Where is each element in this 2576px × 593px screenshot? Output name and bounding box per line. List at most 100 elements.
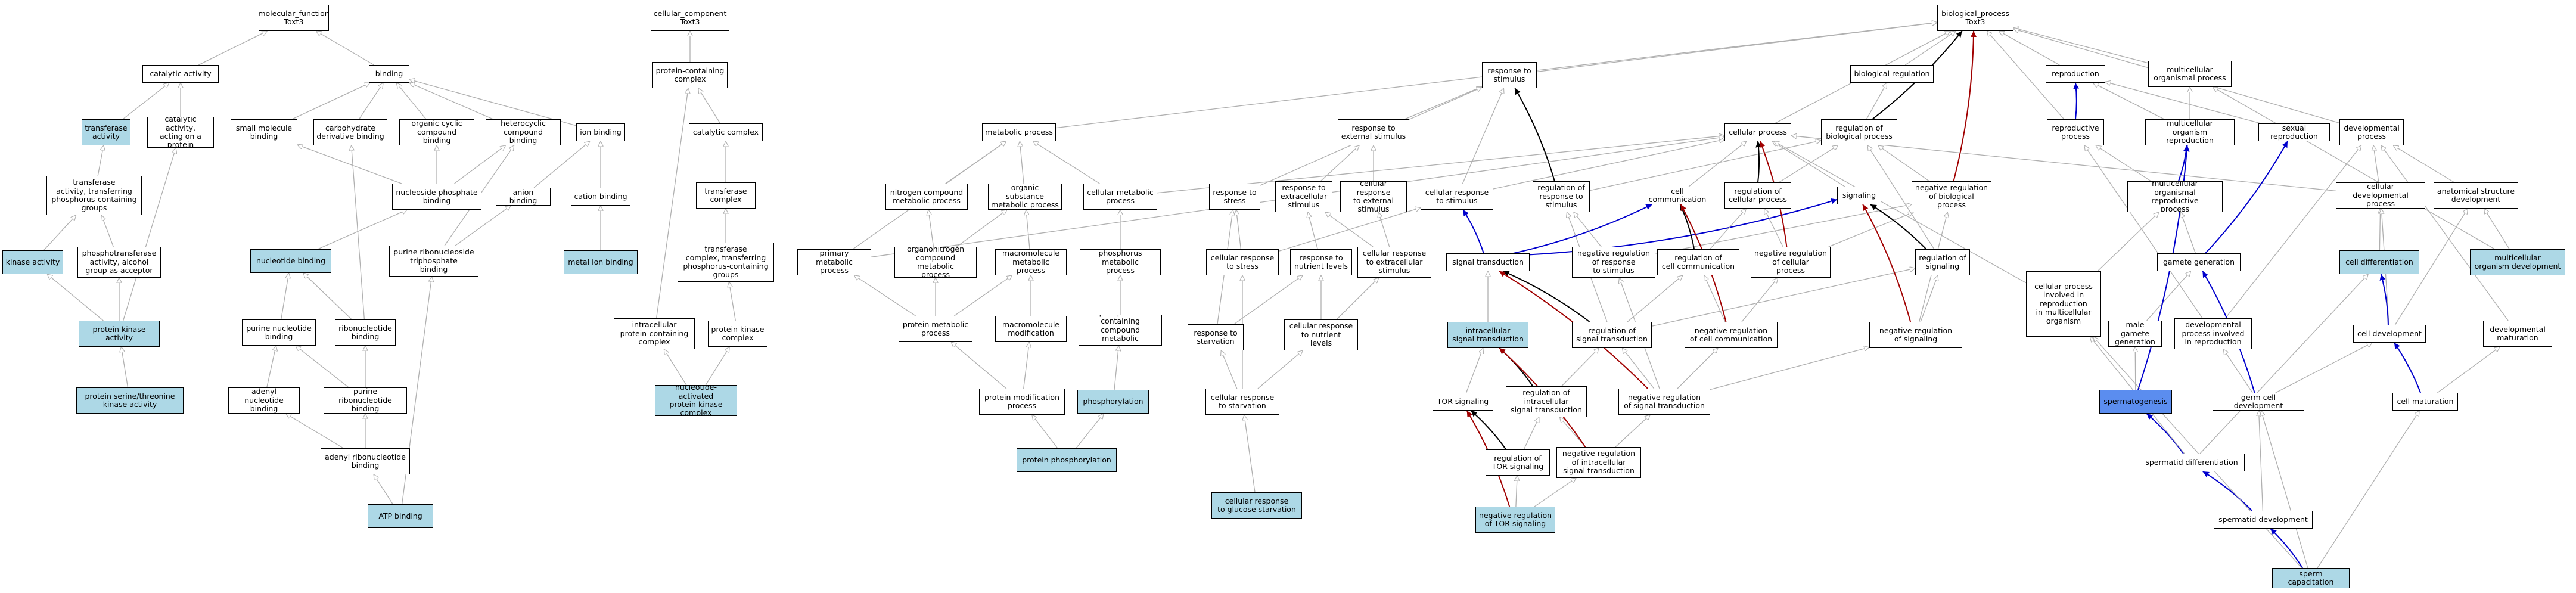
node-germ-cell-dev[interactable]: germ cell development	[2213, 393, 2304, 411]
node-phosphorylation[interactable]: phosphorylation	[1077, 390, 1149, 414]
node-cell-resp-extracell[interactable]: cellular response to extracellular stimu…	[1357, 247, 1431, 278]
node-atp[interactable]: ATP binding	[368, 504, 433, 528]
node-ribonuc[interactable]: ribonucleotide binding	[335, 319, 396, 346]
node-small-mol[interactable]: small molecule binding	[231, 119, 297, 145]
node-neg-reg-bio[interactable]: negative regulation of biological proces…	[1912, 181, 1991, 212]
node-cell-metab[interactable]: cellular metabolic process	[1083, 184, 1157, 210]
node-binding[interactable]: binding	[369, 65, 409, 83]
node-multi-dev[interactable]: multicellular organism development	[2470, 249, 2565, 275]
node-reg-resp[interactable]: regulation of response to stimulus	[1533, 181, 1590, 212]
node-dev-proc[interactable]: developmental process	[2339, 119, 2404, 145]
node-cell-resp-nutrient[interactable]: cellular response to nutrient levels	[1284, 319, 1358, 350]
node-macromol-mod[interactable]: macromolecule modification	[995, 316, 1067, 342]
node-transf-complex[interactable]: transferase complex	[696, 182, 756, 209]
node-purine-ribo[interactable]: purine ribonucleotide binding	[324, 387, 407, 414]
node-adenyl-nuc[interactable]: adenyl nucleotide binding	[228, 387, 300, 414]
node-purine-nstp[interactable]: purine ribonucleoside triphosphate bindi…	[389, 246, 478, 277]
node-resp-nutrient[interactable]: response to nutrient levels	[1290, 249, 1352, 275]
node-cation[interactable]: cation binding	[571, 188, 630, 206]
node-metal-ion[interactable]: metal ion binding	[564, 250, 638, 274]
node-resp-ext[interactable]: response to external stimulus	[1338, 119, 1409, 145]
node-spermatogenesis[interactable]: spermatogenesis	[2099, 390, 2172, 414]
node-cell-comm[interactable]: cell communication	[1639, 187, 1716, 204]
node-prot-complex[interactable]: protein-containing complex	[652, 62, 728, 88]
node-intracell-complex[interactable]: intracellular protein-containing complex	[614, 318, 695, 349]
node-protein-kinase[interactable]: protein kinase activity	[79, 321, 160, 347]
node-gamete-gen[interactable]: gamete generation	[2157, 253, 2241, 271]
node-reg-bio[interactable]: regulation of biological process	[1821, 119, 1897, 145]
node-sexual-repro[interactable]: sexual reproduction	[2258, 123, 2330, 141]
node-signal-trans[interactable]: signal transduction	[1446, 253, 1530, 271]
node-protein-phos[interactable]: protein phosphorylation	[1017, 448, 1117, 472]
node-signaling[interactable]: signaling	[1837, 187, 1881, 204]
node-cat-act[interactable]: catalytic activity	[142, 65, 219, 83]
node-mf[interactable]: molecular_function Toxt3	[259, 5, 329, 31]
node-resp-extracell[interactable]: response to extracellular stimulus	[1275, 181, 1332, 212]
node-anion[interactable]: anion binding	[496, 188, 551, 206]
node-metabolic[interactable]: metabolic process	[982, 123, 1056, 141]
node-cell-resp-ext[interactable]: cellular response to external stimulus	[1340, 181, 1407, 212]
node-carb-deriv[interactable]: carbohydrate derivative binding	[313, 119, 387, 145]
node-cell-resp-stim[interactable]: cellular response to stimulus	[1421, 184, 1493, 210]
node-cell-proc-repro[interactable]: cellular process involved in reproductio…	[2026, 271, 2101, 337]
node-spermatid-dev[interactable]: spermatid development	[2214, 511, 2313, 529]
node-reg-sig-trans[interactable]: regulation of signal transduction	[1572, 322, 1652, 348]
node-dev-proc-repro[interactable]: developmental process involved in reprod…	[2174, 318, 2252, 349]
node-reg-tor[interactable]: regulation of TOR signaling	[1486, 449, 1550, 476]
node-nitrogen[interactable]: nitrogen compound metabolic process	[885, 184, 968, 210]
node-transferase[interactable]: transferase activity	[82, 119, 130, 145]
node-cell-resp-stress[interactable]: cellular response to stress	[1206, 249, 1279, 275]
node-adenyl-ribo[interactable]: adenyl ribonucleotide binding	[321, 448, 410, 474]
node-multi-repro[interactable]: multicellular organism reproduction	[2145, 119, 2235, 145]
node-protein-mod[interactable]: protein modification process	[979, 389, 1065, 415]
node-resp-stim[interactable]: response to stimulus	[1482, 62, 1537, 88]
node-org-cyclic[interactable]: organic cyclic compound binding	[399, 119, 474, 145]
node-cc[interactable]: cellular_component Toxt3	[651, 5, 729, 31]
node-male-gamete[interactable]: male gamete generation	[2108, 321, 2162, 347]
node-transf-complex-phos[interactable]: transferase complex, transferring phosph…	[678, 243, 774, 282]
node-cat-protein[interactable]: catalytic activity, acting on a protein	[147, 117, 214, 148]
node-neg-reg-signaling[interactable]: negative regulation of signaling	[1869, 322, 1962, 348]
node-macromol[interactable]: macromolecule metabolic process	[995, 249, 1067, 275]
node-pk-complex[interactable]: protein kinase complex	[708, 321, 767, 347]
node-neg-reg-cell-proc[interactable]: negative regulation of cellular process	[1751, 247, 1831, 278]
node-dev-mat[interactable]: developmental maturation	[2483, 321, 2552, 347]
node-anat-dev[interactable]: anatomical structure development	[2434, 182, 2518, 209]
node-cell-resp-glucose[interactable]: cellular response to glucose starvation	[1211, 492, 1302, 519]
node-repro-proc[interactable]: reproductive process	[2047, 119, 2104, 145]
node-nucleotide[interactable]: nucleotide binding	[250, 249, 331, 273]
node-cellular-proc[interactable]: cellular process	[1724, 123, 1791, 141]
node-sperm-cap[interactable]: sperm capacitation	[2272, 568, 2350, 588]
node-organonitrogen[interactable]: organonitrogen compound metabolic proces…	[894, 247, 977, 278]
node-cell-diff[interactable]: cell differentiation	[2339, 250, 2419, 274]
node-phosphotransf[interactable]: phosphotransferase activity, alcohol gro…	[77, 247, 161, 278]
node-reg-signaling[interactable]: regulation of signaling	[1915, 249, 1970, 275]
node-neg-reg-resp[interactable]: negative regulation of response to stimu…	[1572, 247, 1655, 278]
node-nuc-act-pk[interactable]: nucleotide-activated protein kinase comp…	[655, 385, 737, 416]
node-cell-maturation[interactable]: cell maturation	[2392, 393, 2458, 411]
node-bio-reg[interactable]: biological regulation	[1850, 65, 1934, 83]
node-cell-resp-starv[interactable]: cellular response to starvation	[1205, 389, 1279, 415]
node-cell-dev[interactable]: cell development	[2353, 325, 2426, 343]
node-primary-metab[interactable]: primary metabolic process	[797, 249, 871, 275]
node-purine-nuc[interactable]: purine nucleotide binding	[242, 319, 316, 346]
node-phosphate-metab[interactable]: phosphate-containing compound metabolic …	[1079, 315, 1162, 346]
node-cell-dev-proc[interactable]: cellular developmental process	[2336, 182, 2425, 209]
node-ion-binding[interactable]: ion binding	[576, 123, 625, 141]
node-resp-starv[interactable]: response to starvation	[1188, 324, 1244, 350]
node-reg-intracell[interactable]: regulation of intracellular signal trans…	[1506, 386, 1587, 417]
node-cat-complex[interactable]: catalytic complex	[689, 123, 763, 141]
node-phosphorus[interactable]: phosphorus metabolic process	[1080, 249, 1161, 275]
node-reproduction[interactable]: reproduction	[2046, 65, 2105, 83]
node-multi-proc[interactable]: multicellular organismal process	[2148, 61, 2232, 87]
node-ser-thr[interactable]: protein serine/threonine kinase activity	[76, 387, 184, 414]
node-spermatid-diff[interactable]: spermatid differentiation	[2139, 454, 2245, 471]
node-reg-cell-proc[interactable]: regulation of cellular process	[1724, 182, 1791, 209]
node-heterocyclic[interactable]: heterocyclic compound binding	[486, 119, 561, 145]
node-protein-metab[interactable]: protein metabolic process	[899, 316, 972, 342]
node-nucleoside-phos[interactable]: nucleoside phosphate binding	[392, 184, 481, 210]
node-bp[interactable]: biological_process Toxt3	[1937, 5, 2013, 31]
node-kinase[interactable]: kinase activity	[2, 250, 63, 274]
node-neg-reg-intracell[interactable]: negative regulation of intracellular sig…	[1556, 447, 1641, 478]
node-neg-reg-cell-comm[interactable]: negative regulation of cell communicatio…	[1685, 322, 1778, 348]
